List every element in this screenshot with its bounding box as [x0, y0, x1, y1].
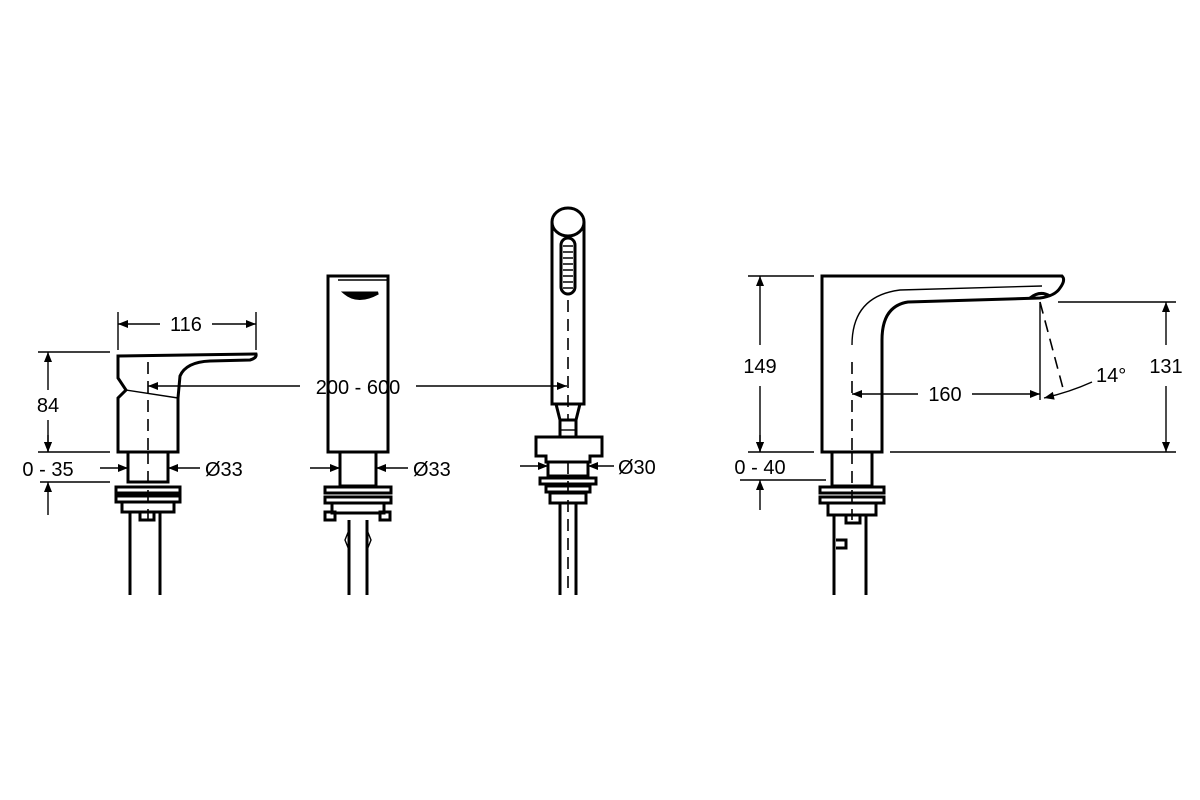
diverter-mounting: [323, 450, 393, 595]
mixer-width-label: 116: [170, 314, 202, 336]
shower-hole-label: Ø30: [618, 457, 656, 479]
mixer-mounting: [114, 450, 182, 595]
spout-body: [820, 274, 1066, 454]
spout-angle-label: 14°: [1096, 365, 1126, 387]
mixer-height-label: 84: [37, 395, 59, 417]
hand-shower-mounting: [538, 460, 598, 595]
spout-outlet-height-label: 131: [1149, 356, 1182, 378]
spout-dimension-lines: [740, 275, 1176, 510]
mixer-body: [116, 352, 258, 454]
diverter-hole-label: Ø33: [413, 459, 451, 481]
spacing-label: 200 - 600: [316, 377, 401, 399]
diverter-body: [326, 274, 390, 454]
spout-mounting: [818, 450, 886, 595]
mixer-dimension-lines: [38, 312, 257, 515]
spout-height-label: 149: [743, 356, 776, 378]
hand-shower: [534, 206, 604, 464]
spout-deck-label: 0 - 40: [734, 457, 785, 479]
spout-reach-label: 160: [928, 384, 961, 406]
mixer-hole-label: Ø33: [205, 459, 243, 481]
mixer-deck-label: 0 - 35: [22, 459, 73, 481]
